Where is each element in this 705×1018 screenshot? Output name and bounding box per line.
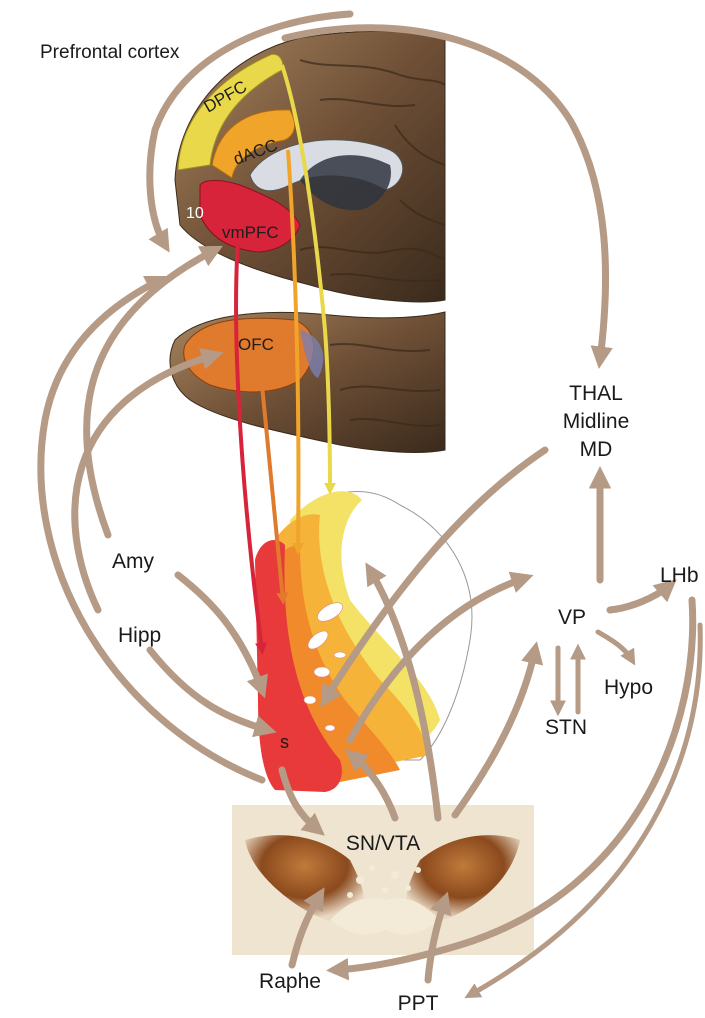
stn-label: STN — [545, 716, 587, 739]
lhb-label: LHb — [660, 564, 699, 587]
medial-brain-section — [175, 31, 445, 301]
ofc-label: OFC — [238, 335, 274, 354]
amy-to-striatum-arrow — [178, 575, 262, 690]
vmpfc-label: vmPFC — [222, 223, 279, 242]
s-label: s — [280, 732, 289, 752]
vp-to-lhb-arrow — [610, 585, 670, 610]
amy-label: Amy — [112, 550, 155, 573]
midline-label: Midline — [563, 410, 630, 433]
ppt-label: PPT — [398, 992, 439, 1015]
area-10-label: 10 — [186, 205, 204, 222]
prefrontal-cortex-label: Prefrontal cortex — [40, 42, 180, 63]
md-label: MD — [580, 438, 613, 461]
raphe-label: Raphe — [259, 970, 321, 993]
snvta-to-vp-arrow — [455, 650, 535, 815]
vp-label: VP — [558, 606, 586, 629]
hypo-label: Hypo — [604, 676, 653, 699]
ventral-brain-section — [170, 312, 445, 452]
hipp-label: Hipp — [118, 624, 161, 647]
snvta-label: SN/VTA — [346, 832, 420, 855]
vp-to-hypo-arrow — [598, 632, 632, 660]
thal-label: THAL — [569, 382, 623, 405]
